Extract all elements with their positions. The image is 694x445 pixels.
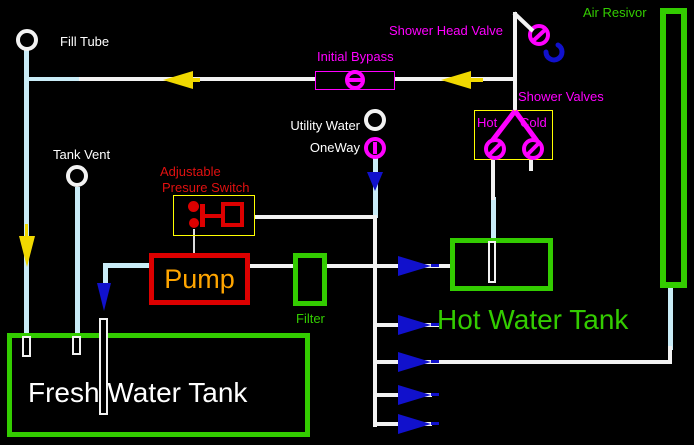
pressure-switch-box	[173, 195, 255, 236]
hot-tank-dip-tube	[488, 241, 496, 283]
switch-contact-dot-top	[188, 201, 199, 212]
switch-contact-dot-bottom	[189, 218, 199, 228]
tank-vent-label: Tank Vent	[53, 147, 111, 162]
hot-tank-inlet-pipe	[491, 197, 496, 241]
pressure-switch-line2: Presure Switch	[162, 180, 250, 195]
flow-arrow-right-5-stem	[431, 422, 439, 425]
branch-pipe-air	[377, 360, 672, 364]
tank-vent-opening	[66, 165, 88, 187]
branch-pipe-5	[377, 422, 432, 426]
pressure-switch-line1: Adjustable	[160, 164, 221, 179]
oneway-valve-bar	[373, 142, 377, 154]
vent-dip-tube	[72, 336, 81, 355]
manifold-pipe	[373, 215, 377, 427]
air-reservoir-drop-pipe	[668, 346, 672, 362]
air-reservoir-box	[660, 8, 687, 288]
pump-outlet-pipe	[250, 264, 295, 268]
cold-label: Cold	[520, 115, 547, 130]
hot-tank-feed-pipe	[377, 264, 452, 268]
pump-suction-pipe-horizontal	[103, 263, 150, 268]
switch-body-square	[221, 202, 244, 227]
hot-shower-valve	[484, 138, 506, 160]
cold-shower-valve	[522, 138, 544, 160]
hot-label: Hot	[477, 115, 498, 130]
bypass-valve-bar	[349, 78, 361, 82]
hot-water-tank-box	[450, 238, 553, 291]
tank-vent-pipe	[75, 187, 80, 338]
utility-inlet-pipe	[373, 158, 378, 218]
oneway-valve	[364, 137, 386, 159]
pump-label: Pump	[164, 263, 235, 294]
air-reservoir-pipe	[668, 288, 673, 350]
top-pipe-left	[79, 77, 315, 81]
fill-dip-tube	[22, 336, 31, 357]
pump-suction-arrow-down	[97, 283, 111, 311]
initial-bypass-label: Initial Bypass	[317, 49, 394, 64]
pressure-switch-label: Adjustable Presure Switch	[160, 164, 249, 196]
switch-link-bar	[205, 214, 222, 218]
pump-suction-pipe-vertical	[103, 263, 108, 285]
pump-pickup-tube	[99, 318, 108, 415]
filter-label: Filter	[296, 311, 325, 326]
pump-box: Pump	[149, 253, 250, 305]
cold-valve-stub	[529, 160, 533, 171]
fresh-water-tank-label: Fresh Water Tank	[28, 377, 248, 408]
utility-water-line1: Utility Water	[290, 118, 360, 133]
filter-outlet-pipe	[325, 264, 377, 268]
air-reservoir-label: Air Resivor	[583, 5, 647, 20]
switch-pump-wire	[193, 229, 195, 255]
hot-water-tank-label: Hot Water Tank	[437, 304, 629, 335]
shower-head-valve-label: Shower Head Valve	[389, 23, 503, 38]
switch-lever-bar	[200, 204, 205, 227]
hot-valve-pipe	[491, 160, 495, 200]
branch-pipe-4	[377, 393, 432, 397]
filter-box	[293, 253, 327, 306]
fill-tube-label: Fill Tube	[60, 34, 110, 49]
shower-valves-label: Shower Valves	[518, 89, 604, 104]
shower-riser-pipe	[513, 12, 517, 110]
fresh-water-tank-box	[7, 333, 310, 437]
pressure-switch-pipe	[255, 215, 375, 219]
utility-water-line2: OneWay	[309, 140, 360, 155]
shower-head-valve	[528, 24, 550, 46]
fill-tube-pipe	[24, 50, 29, 338]
branch-pipe-2	[377, 323, 439, 327]
fill-tube-opening	[16, 29, 38, 51]
top-pipe-right	[395, 77, 517, 81]
shower-head-spray-icon	[543, 42, 565, 63]
utility-water-opening	[364, 109, 386, 131]
fill-branch-pipe	[24, 77, 79, 81]
utility-water-label: Utility Water OneWay	[270, 115, 360, 159]
flow-arrow-right-4-stem	[431, 393, 439, 396]
bypass-valve	[345, 70, 365, 90]
